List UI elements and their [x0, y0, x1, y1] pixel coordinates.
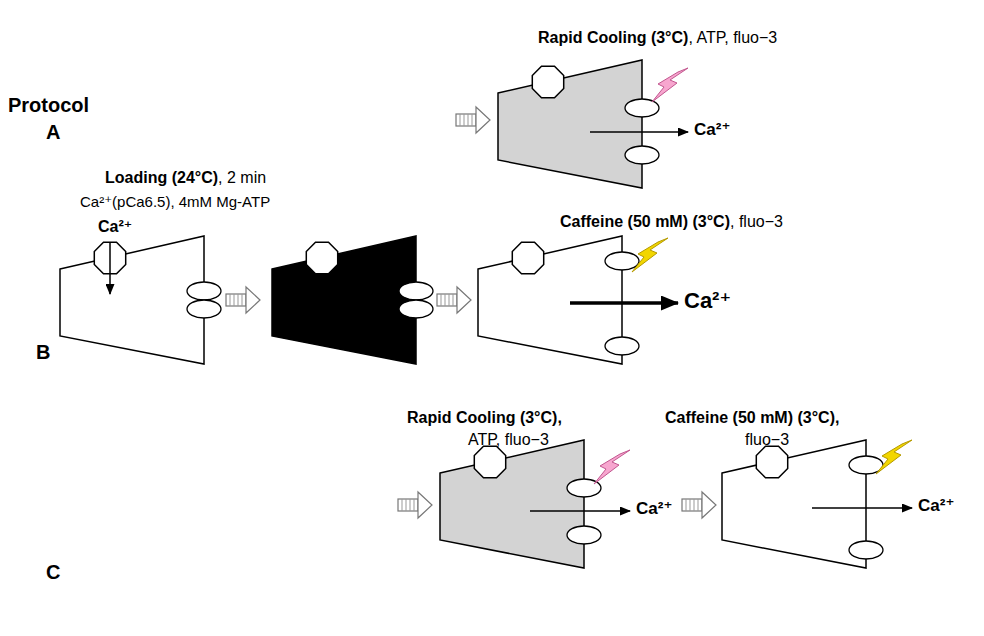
caffeine-bolt	[632, 238, 668, 272]
sr-vesicle	[722, 440, 866, 568]
ryr-channel	[605, 337, 639, 355]
ca-pump	[512, 242, 543, 273]
ca-pump	[532, 66, 563, 97]
ion-label: Ca²⁺	[684, 288, 731, 314]
ryr-channel	[187, 300, 221, 318]
condition-label: Rapid Cooling (3°C),	[407, 408, 562, 427]
condition-label: Loading (24°C)	[105, 168, 218, 187]
condition-label: Caffeine (50 mM) (3°C),	[665, 408, 839, 427]
cooling-bolt	[652, 68, 688, 102]
sr-vesicle	[498, 60, 642, 188]
release-arrow	[530, 510, 630, 512]
ca-pump	[306, 242, 337, 273]
condition-label: , fluo−3	[730, 212, 783, 231]
condition-label: Ca²⁺(pCa6.5), 4mM Mg-ATP	[80, 193, 270, 211]
protocol-letter: C	[46, 560, 60, 584]
condition-label: Caffeine (50 mM) (3°C)	[560, 212, 730, 231]
condition-label: , 2 min	[218, 168, 266, 187]
ion-label: Ca²⁺	[98, 217, 132, 236]
condition-label: fluo−3	[745, 430, 789, 449]
sr-vesicle	[478, 236, 622, 364]
protocol-letter: B	[36, 340, 50, 364]
ion-label: Ca²⁺	[694, 120, 730, 140]
release-arrow	[590, 131, 688, 133]
ion-label: Ca²⁺	[918, 496, 954, 516]
uptake-arrow	[109, 242, 111, 294]
condition-label: ATP, fluo−3	[468, 430, 549, 449]
release-arrow	[812, 507, 912, 509]
ryr-channel	[625, 146, 659, 164]
step-arrow	[398, 492, 432, 518]
ryr-channel	[399, 300, 433, 318]
condition-label: Rapid Cooling (3°C)	[538, 28, 688, 47]
protocol-heading: Protocol	[8, 93, 89, 117]
protocol-letter: A	[46, 120, 60, 144]
loaded-sr-vesicle	[272, 236, 416, 364]
step-arrow	[456, 107, 490, 133]
step-arrow	[226, 287, 260, 313]
ryr-channel	[187, 282, 221, 300]
sr-vesicle	[60, 236, 204, 364]
caffeine-bolt	[876, 440, 912, 474]
step-arrow	[682, 492, 716, 518]
ryr-channel	[849, 541, 883, 559]
release-arrow	[570, 301, 678, 305]
ryr-channel	[399, 282, 433, 300]
ca-pump	[756, 446, 787, 477]
condition-label: , ATP, fluo−3	[688, 28, 777, 47]
step-arrow	[437, 287, 471, 313]
ryr-channel	[605, 252, 639, 270]
cooling-bolt	[594, 450, 630, 484]
ryr-channel	[625, 99, 659, 117]
ca-pump	[474, 446, 505, 477]
ryr-channel	[567, 526, 601, 544]
sr-vesicle	[440, 440, 584, 568]
ion-label: Ca²⁺	[636, 499, 672, 519]
